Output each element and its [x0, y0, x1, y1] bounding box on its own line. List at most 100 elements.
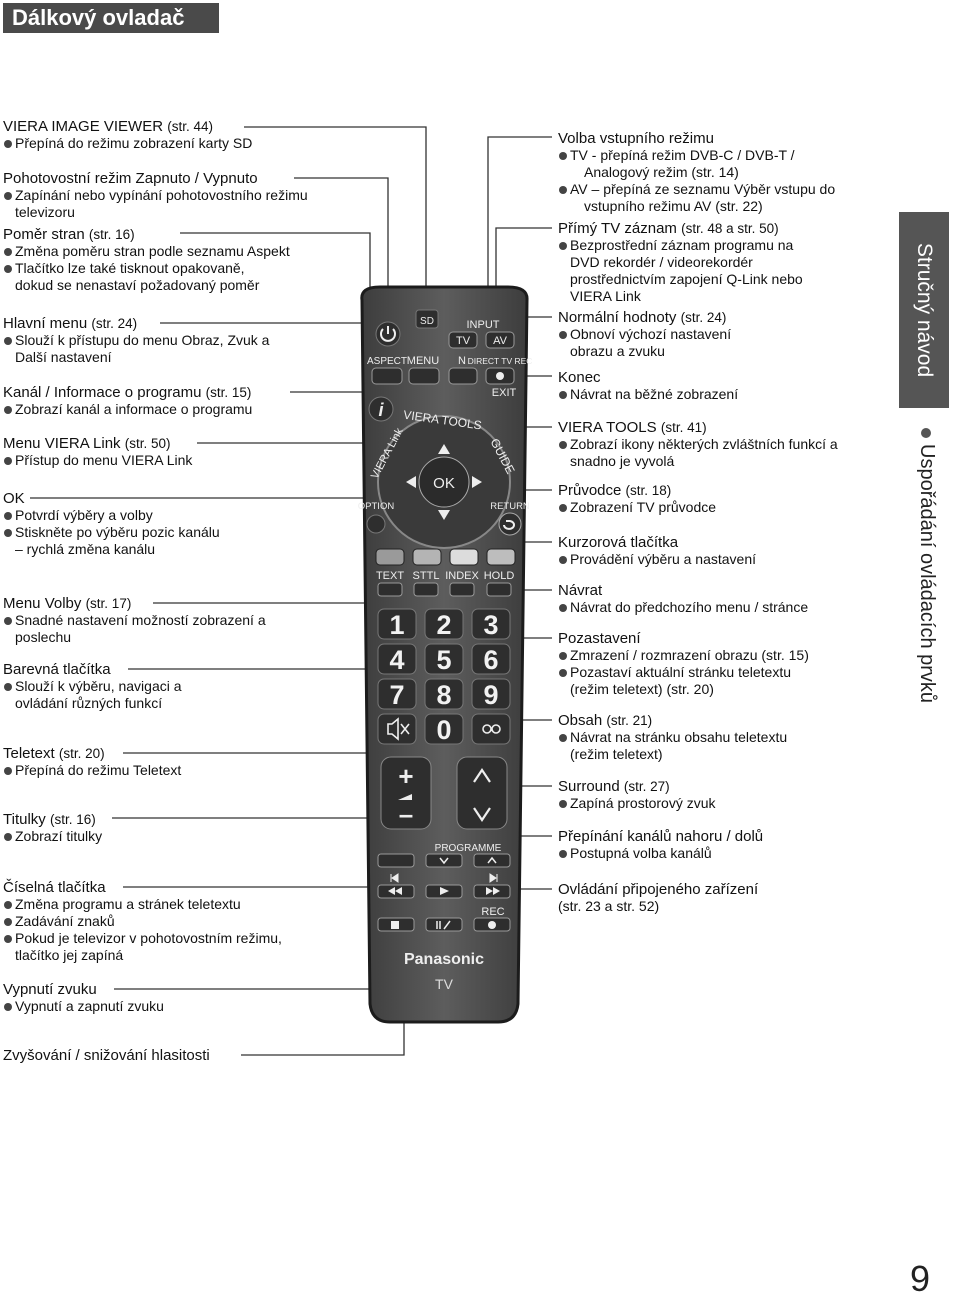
annotation-title-text: Zvyšování / snižování hlasitosti	[3, 1047, 210, 1064]
annotation-page-ref: (str. 16)	[49, 812, 96, 827]
annotation-item: Pokud je televizor v pohotovostním režim…	[3, 930, 282, 947]
av-input-label: AV	[493, 335, 508, 347]
annotation-page-ref: (str. 18)	[625, 483, 672, 498]
digit-9-button[interactable]	[471, 678, 511, 710]
down-arrow-button[interactable]	[438, 510, 450, 520]
digit-label: 6	[483, 645, 498, 675]
tv-input-button[interactable]	[448, 331, 478, 349]
annotation-title: Obsah (str. 21)	[558, 712, 787, 729]
digit-1-button[interactable]	[377, 608, 417, 640]
annotation-title: Volba vstupního režimu	[558, 130, 835, 147]
annotation-title: Přímý TV záznam (str. 48 a str. 50)	[558, 220, 803, 237]
blue-button[interactable]	[486, 548, 516, 566]
annotation-item: Slouží k přístupu do menu Obraz, Zvuk a	[3, 332, 269, 349]
hold-button[interactable]	[486, 582, 512, 597]
green-button[interactable]	[412, 548, 442, 566]
section-subtitle-text: Uspořádání ovládacích prvků	[916, 444, 938, 704]
annotation-title: Konec	[558, 369, 738, 386]
annotation-item: DVD rekordér / videorekordér	[570, 254, 753, 270]
programme-up-button[interactable]	[473, 853, 511, 868]
channel-rocker[interactable]	[456, 756, 508, 830]
annotation-item: Zobrazení TV průvodce	[558, 499, 716, 516]
annotation-title-text: Kanál / Informace o programu	[3, 384, 202, 401]
digit-4-button[interactable]	[377, 643, 417, 675]
yellow-button[interactable]	[449, 548, 479, 566]
annotation-title: Hlavní menu (str. 24)	[3, 315, 269, 332]
digit-6-button[interactable]	[471, 643, 511, 675]
play-icon	[440, 887, 449, 895]
annotation-item: Zobrazí kanál a informace o programu	[3, 401, 252, 418]
annotation-title-text: Menu VIERA Link	[3, 435, 121, 452]
text-button[interactable]	[377, 582, 403, 597]
page-title: Dálkový ovladač	[12, 5, 185, 30]
programme-down-button[interactable]	[425, 853, 463, 868]
annotation-page-ref: (str. 24)	[91, 316, 138, 331]
ok-button[interactable]	[418, 456, 470, 508]
digit-label: 0	[436, 715, 451, 745]
text-label: TEXT	[376, 570, 404, 582]
rec-dot-icon	[496, 372, 504, 380]
annotation-title-text: Obsah	[558, 712, 603, 729]
left-annotation: Menu VIERA Link (str. 50)Přístup do menu…	[3, 435, 192, 469]
input-label: INPUT	[467, 319, 500, 331]
annotation-page-ref: (str. 17)	[85, 596, 132, 611]
annotation-item: Bezprostřední záznam programu na	[558, 237, 803, 254]
annotation-item: Změna poměru stran podle seznamu Aspekt	[3, 243, 290, 260]
left-annotation: Hlavní menu (str. 24)Slouží k přístupu d…	[3, 315, 269, 366]
digit-7-button[interactable]	[377, 678, 417, 710]
mute-icon	[387, 717, 410, 741]
annotation-item: (režim teletext)	[570, 746, 663, 762]
up-arrow-button[interactable]	[438, 444, 450, 454]
aspect-button[interactable]	[371, 367, 403, 385]
annotation-title-text: VIERA TOOLS	[558, 419, 657, 436]
annotation-title-text: Menu Volby	[3, 595, 82, 612]
volume-rocker[interactable]	[380, 756, 432, 830]
annotation-title-text: Konec	[558, 369, 601, 386]
digit-3-button[interactable]	[471, 608, 511, 640]
red-button[interactable]	[375, 548, 405, 566]
right-arrow-button[interactable]	[472, 476, 482, 488]
digit-8-button[interactable]	[424, 678, 464, 710]
section-tab: Stručný návod	[899, 212, 949, 408]
sd-card-button[interactable]	[415, 309, 439, 329]
hold-label: HOLD	[484, 570, 515, 582]
info-button[interactable]	[368, 396, 394, 422]
left-arrow-button[interactable]	[406, 476, 416, 488]
av-input-button[interactable]	[485, 331, 515, 349]
bullet-icon	[921, 428, 932, 438]
device-power-button[interactable]	[377, 853, 415, 868]
pause-button[interactable]	[425, 917, 463, 932]
return-button[interactable]	[498, 512, 522, 536]
annotation-title-text: Hlavní menu	[3, 315, 88, 332]
digit-label: 2	[436, 610, 451, 640]
annotation-item: vstupního režimu AV (str. 22)	[584, 198, 763, 214]
digit-label: 8	[436, 680, 451, 710]
mute-button[interactable]	[377, 713, 417, 745]
annotation-title: Menu Volby (str. 17)	[3, 595, 266, 612]
option-button[interactable]	[366, 514, 386, 534]
sttl-label: STTL	[413, 570, 440, 582]
right-annotation: Normální hodnoty (str. 24)Obnoví výchozí…	[558, 309, 731, 360]
n-button[interactable]	[448, 367, 478, 385]
digit-label: 9	[483, 680, 498, 710]
left-annotation: VIERA IMAGE VIEWER (str. 44)Přepíná do r…	[3, 118, 252, 152]
right-annotation: Obsah (str. 21)Návrat na stránku obsahu …	[558, 712, 787, 763]
digit-5-button[interactable]	[424, 643, 464, 675]
annotation-item: Přepíná do režimu zobrazení karty SD	[3, 135, 252, 152]
annotation-title: Vypnutí zvuku	[3, 981, 164, 998]
annotation-item: TV - přepíná režim DVB-C / DVB-T /	[558, 147, 835, 164]
rewind-icon	[388, 887, 402, 895]
menu-button[interactable]	[408, 367, 440, 385]
index-button[interactable]	[449, 582, 475, 597]
digit-2-button[interactable]	[424, 608, 464, 640]
sttl-button[interactable]	[413, 582, 439, 597]
power-icon	[380, 326, 396, 342]
digit-0-button[interactable]	[424, 713, 464, 745]
record-icon	[488, 921, 496, 929]
annotation-title-text: Číselná tlačítka	[3, 879, 106, 896]
rec-label: REC	[481, 906, 504, 918]
annotation-item: Vypnutí a zapnutí zvuku	[3, 998, 164, 1015]
